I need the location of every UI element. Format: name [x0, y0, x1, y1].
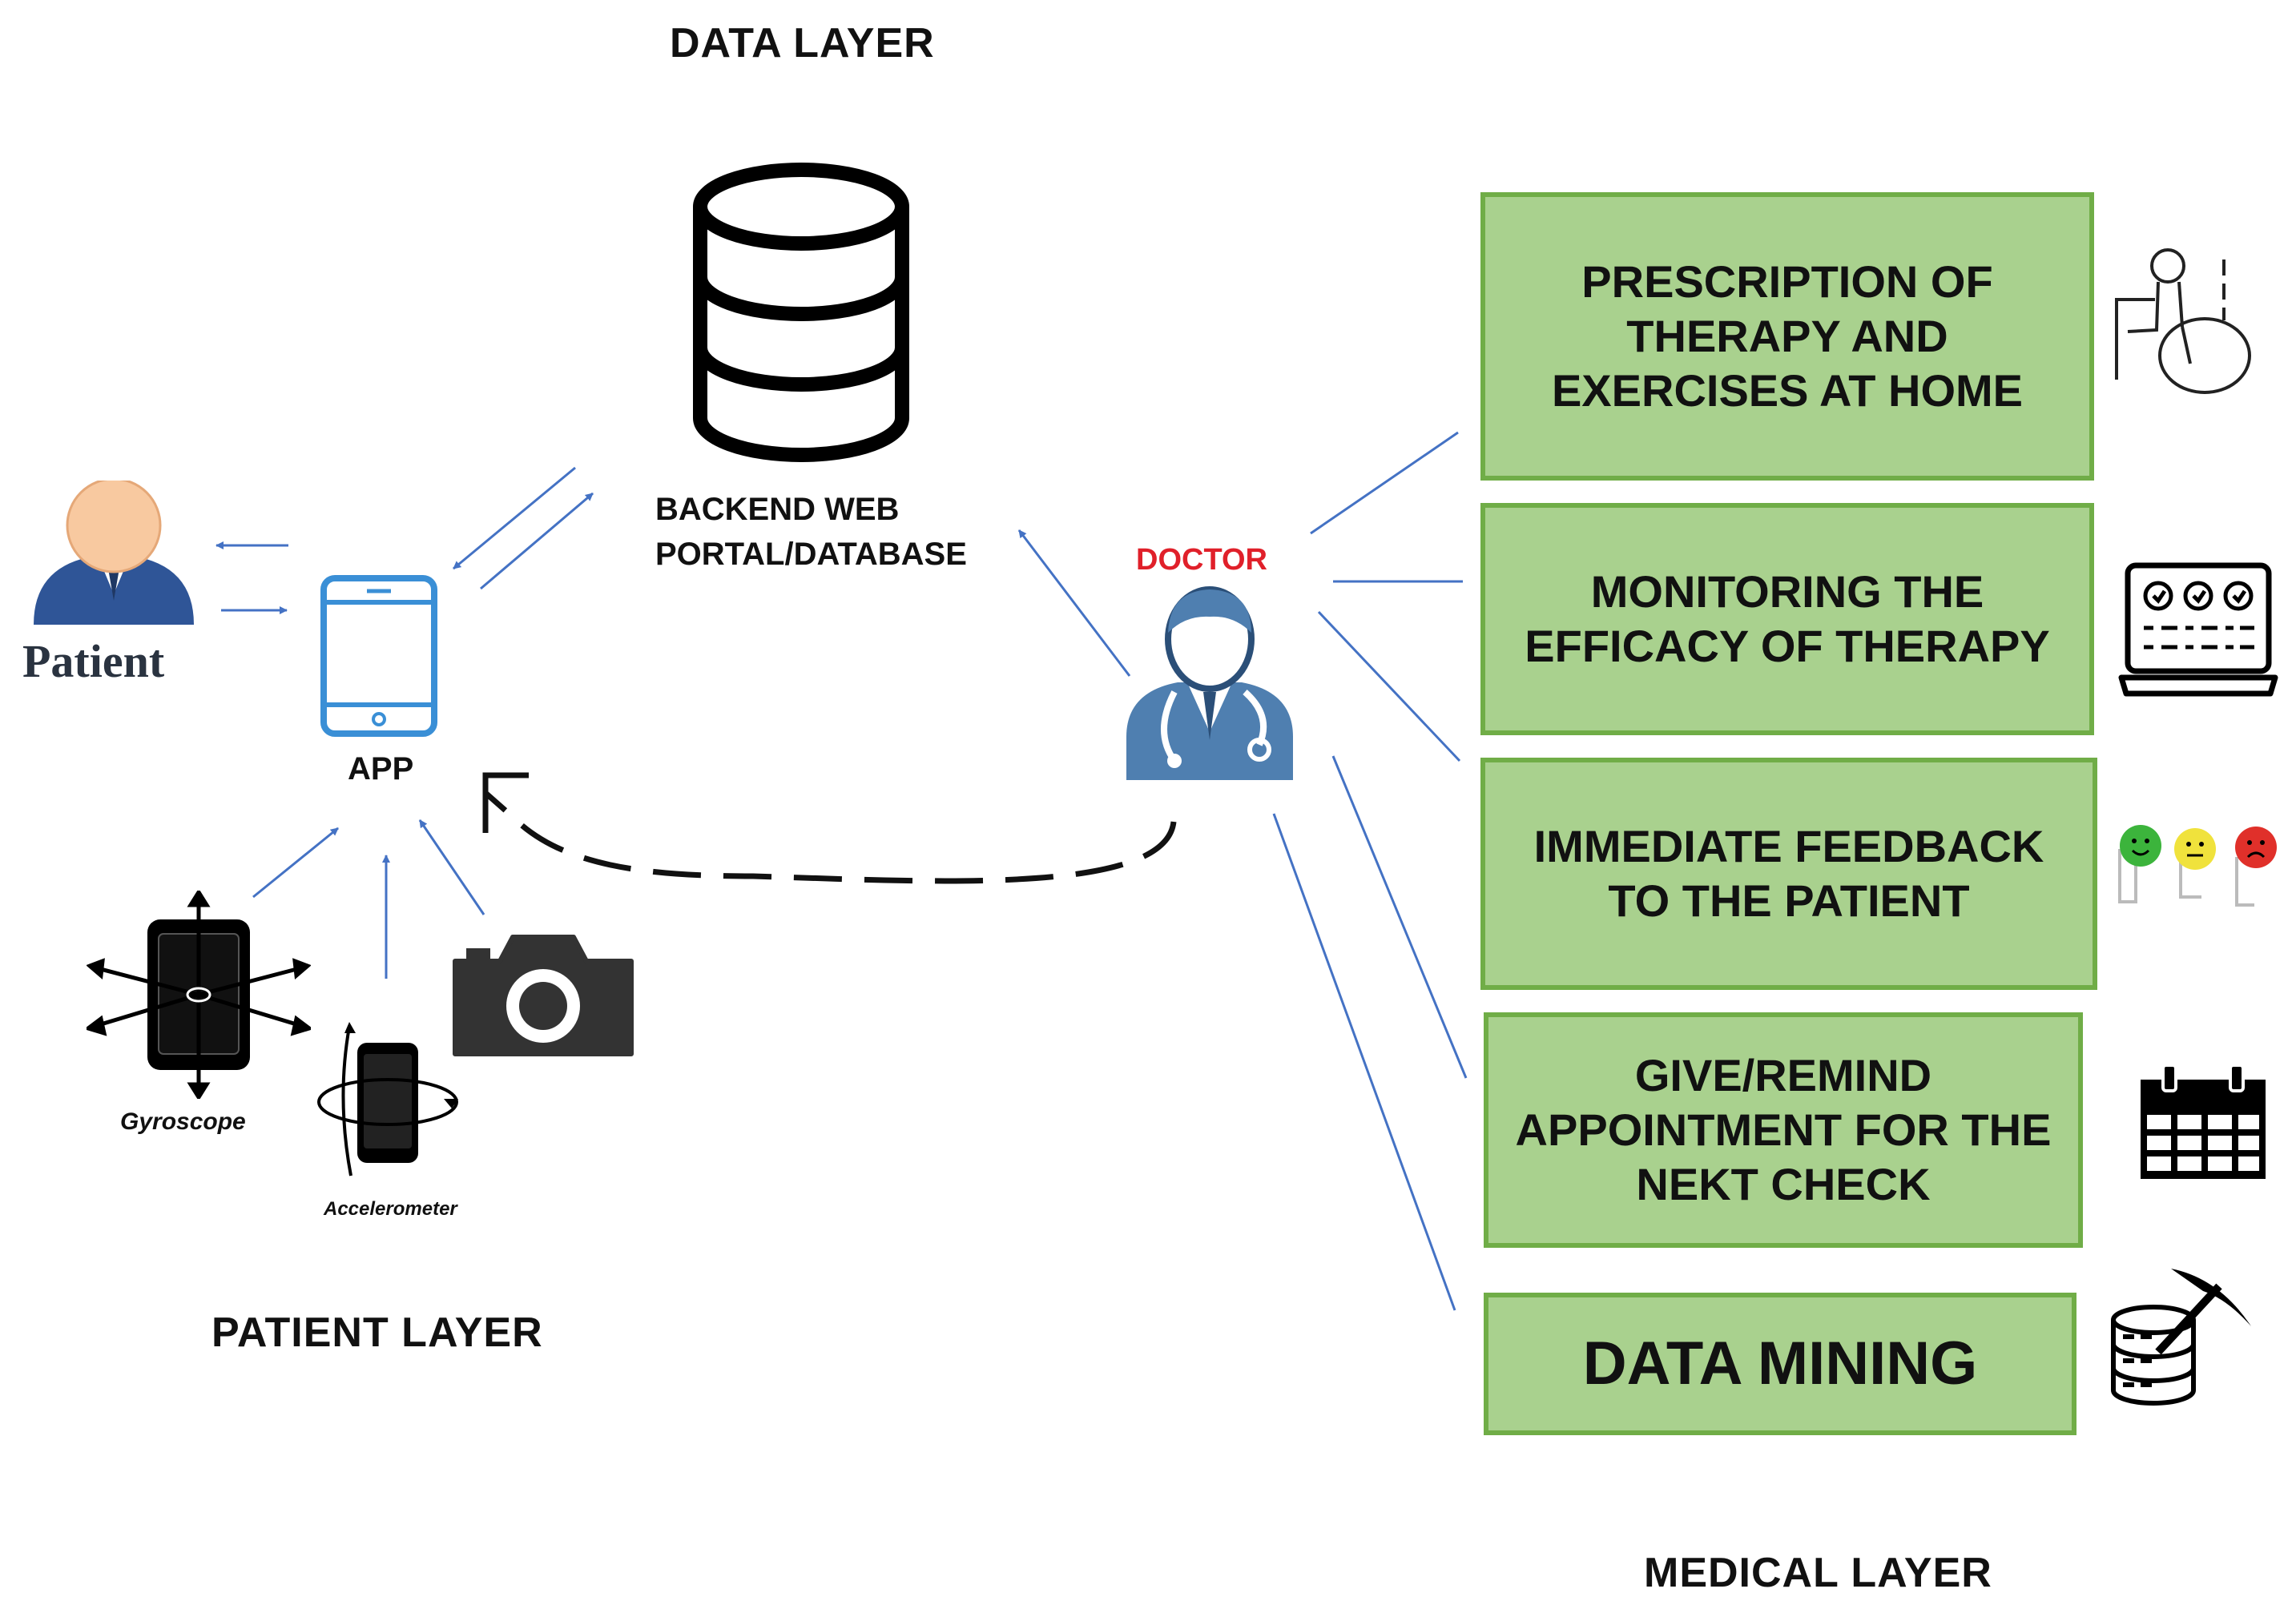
gyroscope-to-app-arrow	[252, 827, 339, 899]
database-icon	[693, 163, 909, 462]
doctor-label: DOCTOR	[1136, 543, 1267, 577]
database-to-app-arrow	[453, 466, 576, 570]
medical-layer-title: MEDICAL LAYER	[1644, 1550, 1992, 1596]
camera-icon	[453, 935, 634, 1056]
doctor-icon	[1126, 586, 1293, 780]
accelerometer-label: Accelerometer	[324, 1198, 457, 1220]
gyroscope-label: Gyroscope	[120, 1108, 246, 1135]
task-prescription-box: PRESCRIPTION OF THERAPY AND EXERCISES AT…	[1480, 192, 2094, 481]
camera-to-app-arrow	[418, 819, 485, 915]
task-appointment-box: GIVE/REMIND APPOINTMENT FOR THE NEKT CHE…	[1484, 1012, 2083, 1248]
app-label: APP	[348, 751, 414, 786]
app-to-database-arrow	[480, 492, 594, 590]
doctor-to-database-arrow	[1017, 529, 1131, 677]
tablet-icon	[320, 575, 437, 737]
data-mining-icon	[2111, 1269, 2251, 1406]
feedback-faces-icon	[2118, 825, 2277, 907]
feedback-loop-arrowhead	[482, 772, 529, 833]
database-label: BACKEND WEB PORTAL/DATABASE	[655, 492, 967, 572]
wheelchair-exercise-icon	[2115, 248, 2251, 394]
task-feedback-box: IMMEDIATE FEEDBACK TO THE PATIENT	[1480, 758, 2097, 990]
feedback-loop-dashed	[483, 790, 1177, 884]
data-layer-title: DATA LAYER	[670, 20, 935, 66]
gyroscope-icon	[87, 891, 311, 1099]
monitor-dashboard-icon	[2118, 562, 2278, 697]
doctor-to-datamining-line	[1272, 813, 1456, 1311]
accelerometer-icon	[317, 1022, 458, 1177]
doctor-to-appointment-line	[1331, 755, 1468, 1079]
doctor-to-prescription-line	[1310, 431, 1459, 535]
patient-avatar-icon	[34, 481, 194, 625]
calendar-icon	[2141, 1064, 2266, 1179]
patient-layer-title: PATIENT LAYER	[211, 1309, 543, 1356]
task-datamining-box: DATA MINING	[1484, 1293, 2076, 1435]
patient-label: Patient	[22, 635, 165, 687]
doctor-to-feedback-line	[1317, 610, 1461, 762]
task-monitoring-box: MONITORING THE EFFICACY OF THERAPY	[1480, 503, 2094, 735]
